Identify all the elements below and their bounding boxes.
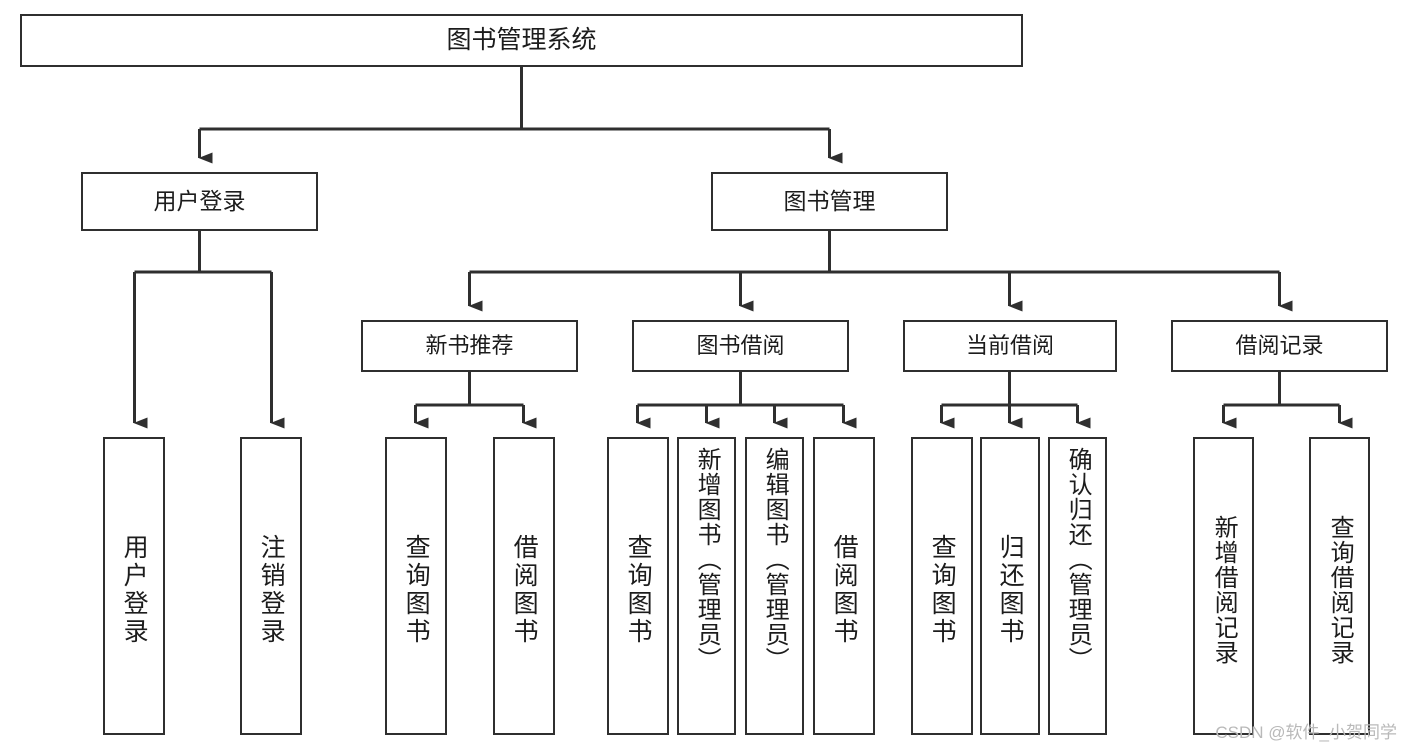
node-leaf-query-record-label: 查询借阅记录 <box>1326 515 1354 665</box>
node-leaf-add-record[interactable]: 新增借阅记录 <box>1193 437 1254 735</box>
node-leaf-query-record[interactable]: 查询借阅记录 <box>1309 437 1370 735</box>
node-root[interactable]: 图书管理系统 <box>20 14 1023 67</box>
node-leaf-user-logout-label: 注销登录 <box>257 534 286 646</box>
node-root-label: 图书管理系统 <box>446 25 597 54</box>
node-leaf-query-book-3[interactable]: 查询图书 <box>911 437 973 735</box>
node-leaf-user-login-label: 用户登录 <box>120 534 149 646</box>
node-book-borrow-label: 图书借阅 <box>696 333 785 359</box>
node-leaf-borrow-book-2-label: 借阅图书 <box>830 534 859 646</box>
node-leaf-add-book-label: 新增图书（管理员） <box>693 447 721 672</box>
node-new-book-rec[interactable]: 新书推荐 <box>361 320 578 372</box>
node-leaf-return-book[interactable]: 归还图书 <box>980 437 1040 735</box>
node-new-book-rec-label: 新书推荐 <box>425 333 514 359</box>
node-borrow-record-label: 借阅记录 <box>1235 333 1324 359</box>
node-leaf-user-login[interactable]: 用户登录 <box>103 437 165 735</box>
node-leaf-query-book-3-label: 查询图书 <box>928 534 957 646</box>
node-book-manage[interactable]: 图书管理 <box>711 172 948 231</box>
node-leaf-add-record-label: 新增借阅记录 <box>1210 515 1238 665</box>
node-book-borrow[interactable]: 图书借阅 <box>632 320 849 372</box>
node-leaf-borrow-book-1[interactable]: 借阅图书 <box>493 437 555 735</box>
node-leaf-user-logout[interactable]: 注销登录 <box>240 437 302 735</box>
node-leaf-query-book-1-label: 查询图书 <box>402 534 431 646</box>
node-leaf-confirm-return[interactable]: 确认归还（管理员） <box>1048 437 1107 735</box>
node-leaf-query-book-1[interactable]: 查询图书 <box>385 437 447 735</box>
node-leaf-confirm-return-label: 确认归还（管理员） <box>1064 447 1092 672</box>
node-current-borrow-label: 当前借阅 <box>965 333 1054 359</box>
node-user-login[interactable]: 用户登录 <box>81 172 318 231</box>
node-leaf-query-book-2-label: 查询图书 <box>624 534 653 646</box>
node-leaf-edit-book[interactable]: 编辑图书（管理员） <box>745 437 804 735</box>
node-leaf-add-book[interactable]: 新增图书（管理员） <box>677 437 736 735</box>
node-current-borrow[interactable]: 当前借阅 <box>903 320 1117 372</box>
node-book-manage-label: 图书管理 <box>783 187 876 214</box>
node-leaf-query-book-2[interactable]: 查询图书 <box>607 437 669 735</box>
node-leaf-borrow-book-1-label: 借阅图书 <box>510 534 539 646</box>
node-user-login-label: 用户登录 <box>153 187 246 214</box>
node-borrow-record[interactable]: 借阅记录 <box>1171 320 1388 372</box>
node-leaf-edit-book-label: 编辑图书（管理员） <box>761 447 789 672</box>
node-leaf-return-book-label: 归还图书 <box>996 534 1025 646</box>
node-leaf-borrow-book-2[interactable]: 借阅图书 <box>813 437 875 735</box>
